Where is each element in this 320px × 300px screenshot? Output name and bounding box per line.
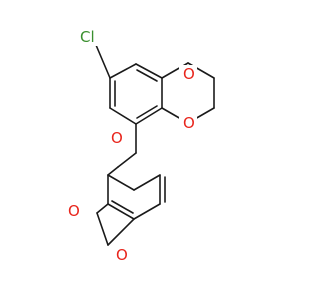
bond <box>133 174 161 191</box>
benzodioxin-ring <box>109 63 163 125</box>
bond <box>117 152 137 168</box>
bond <box>135 107 163 125</box>
molecule-structure: Cl O O O O O <box>64 28 215 264</box>
bond-c-cl <box>95 44 111 79</box>
oxygen-atom-dioxin-bottom: O <box>183 114 195 132</box>
chlorine-atom: Cl <box>80 28 95 46</box>
bond <box>135 63 163 79</box>
dioxole-ring <box>96 203 135 246</box>
bond <box>107 203 135 220</box>
bond <box>111 200 134 214</box>
benzodioxole-ring <box>107 174 166 220</box>
oxygen-atom-dioxole-left: O <box>68 202 80 220</box>
atom-labels: Cl O O O O O <box>64 28 197 264</box>
bond <box>136 105 158 119</box>
bond <box>107 166 119 176</box>
bond <box>107 174 135 191</box>
bond <box>136 69 158 82</box>
oxygen-atom-dioxin-top: O <box>183 65 195 83</box>
bond <box>133 203 161 220</box>
oxygen-atom-dioxole-right: O <box>116 246 128 264</box>
bond <box>109 107 137 125</box>
bond <box>96 212 109 246</box>
bond <box>96 203 109 214</box>
oxygen-atom-ether: O <box>111 129 123 147</box>
bond <box>107 218 135 246</box>
bond <box>109 63 137 79</box>
